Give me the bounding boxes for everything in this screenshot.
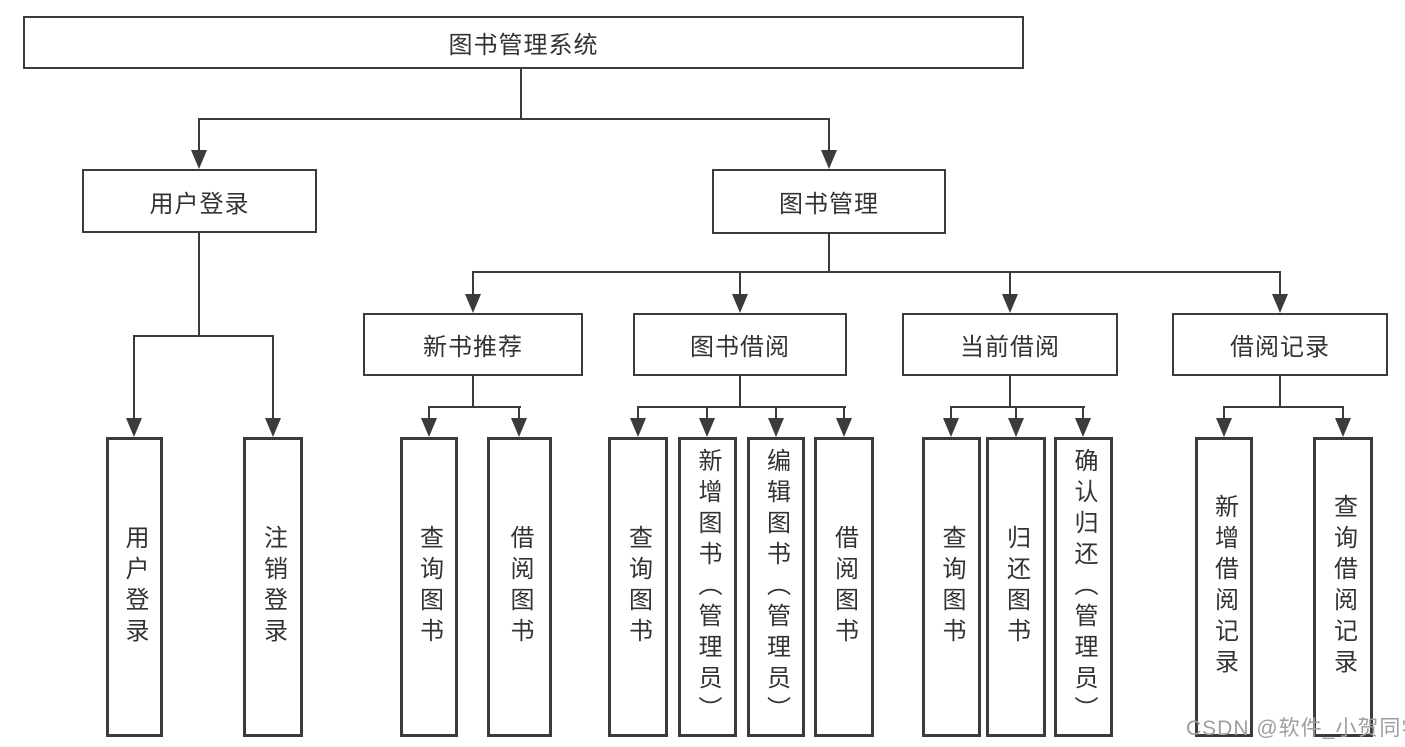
arrowhead — [1002, 294, 1018, 313]
connector-line — [706, 406, 708, 419]
connector-line — [1279, 271, 1281, 295]
node-leaf-confirm-return-admin: 确认归还（管理员） — [1054, 437, 1113, 737]
arrowhead — [1216, 418, 1232, 437]
connector-line — [198, 118, 200, 151]
arrowhead — [126, 418, 142, 437]
connector-line — [1082, 406, 1084, 419]
connector-line — [739, 376, 741, 408]
connector-line — [472, 271, 1281, 273]
connector-line — [1223, 406, 1344, 408]
connector-line — [1015, 406, 1017, 419]
node-leaf-borrow-books: 借阅图书 — [814, 437, 874, 737]
node-current-borrow: 当前借阅 — [902, 313, 1118, 376]
connector-line — [828, 234, 830, 273]
arrowhead — [732, 294, 748, 313]
connector-line — [775, 406, 777, 419]
connector-line — [950, 406, 952, 419]
node-book-borrow: 图书借阅 — [633, 313, 847, 376]
connector-line — [198, 233, 200, 337]
arrowhead — [821, 150, 837, 169]
node-leaf-return-book: 归还图书 — [986, 437, 1046, 737]
connector-line — [739, 271, 741, 295]
connector-line — [637, 406, 639, 419]
arrowhead — [1075, 418, 1091, 437]
node-borrow-records: 借阅记录 — [1172, 313, 1388, 376]
arrowhead — [421, 418, 437, 437]
connector-line — [950, 406, 1085, 408]
arrowhead — [768, 418, 784, 437]
connector-line — [637, 406, 846, 408]
connector-line — [428, 406, 521, 408]
connector-line — [198, 118, 830, 120]
arrowhead — [265, 418, 281, 437]
connector-line — [1223, 406, 1225, 419]
csdn-watermark: CSDN @软件_小贺同学 — [1186, 717, 1405, 740]
node-leaf-query-borrow-record: 查询借阅记录 — [1313, 437, 1373, 737]
connector-line — [518, 406, 520, 419]
node-leaf-edit-book-admin: 编辑图书（管理员） — [747, 437, 805, 737]
arrowhead — [1335, 418, 1351, 437]
connector-line — [472, 376, 474, 408]
node-user-login: 用户登录 — [82, 169, 317, 233]
connector-line — [828, 118, 830, 151]
arrowhead — [191, 150, 207, 169]
node-leaf-borrow-books-recommend: 借阅图书 — [487, 437, 552, 737]
connector-line — [1279, 376, 1281, 408]
connector-line — [272, 335, 274, 419]
connector-line — [133, 335, 135, 419]
node-leaf-query-books-recommend: 查询图书 — [400, 437, 458, 737]
connector-line — [843, 406, 845, 419]
arrowhead — [1008, 418, 1024, 437]
arrowhead — [511, 418, 527, 437]
node-book-management: 图书管理 — [712, 169, 946, 234]
connector-line — [1009, 376, 1011, 408]
connector-line — [133, 335, 274, 337]
node-new-book-recommend: 新书推荐 — [363, 313, 583, 376]
node-leaf-logout: 注销登录 — [243, 437, 303, 737]
connector-line — [472, 271, 474, 295]
arrowhead — [943, 418, 959, 437]
node-leaf-add-borrow-record: 新增借阅记录 — [1195, 437, 1253, 737]
arrowhead — [836, 418, 852, 437]
node-leaf-user-login: 用户登录 — [106, 437, 163, 737]
arrowhead — [1272, 294, 1288, 313]
connector-line — [428, 406, 430, 419]
connector-line — [1009, 271, 1011, 295]
node-leaf-query-books-current: 查询图书 — [922, 437, 981, 737]
arrowhead — [630, 418, 646, 437]
node-leaf-add-book-admin: 新增图书（管理员） — [678, 437, 737, 737]
node-library-system: 图书管理系统 — [23, 16, 1024, 69]
arrowhead — [465, 294, 481, 313]
connector-line — [520, 69, 522, 118]
node-leaf-query-books-borrow: 查询图书 — [608, 437, 668, 737]
connector-line — [1342, 406, 1344, 419]
arrowhead — [699, 418, 715, 437]
